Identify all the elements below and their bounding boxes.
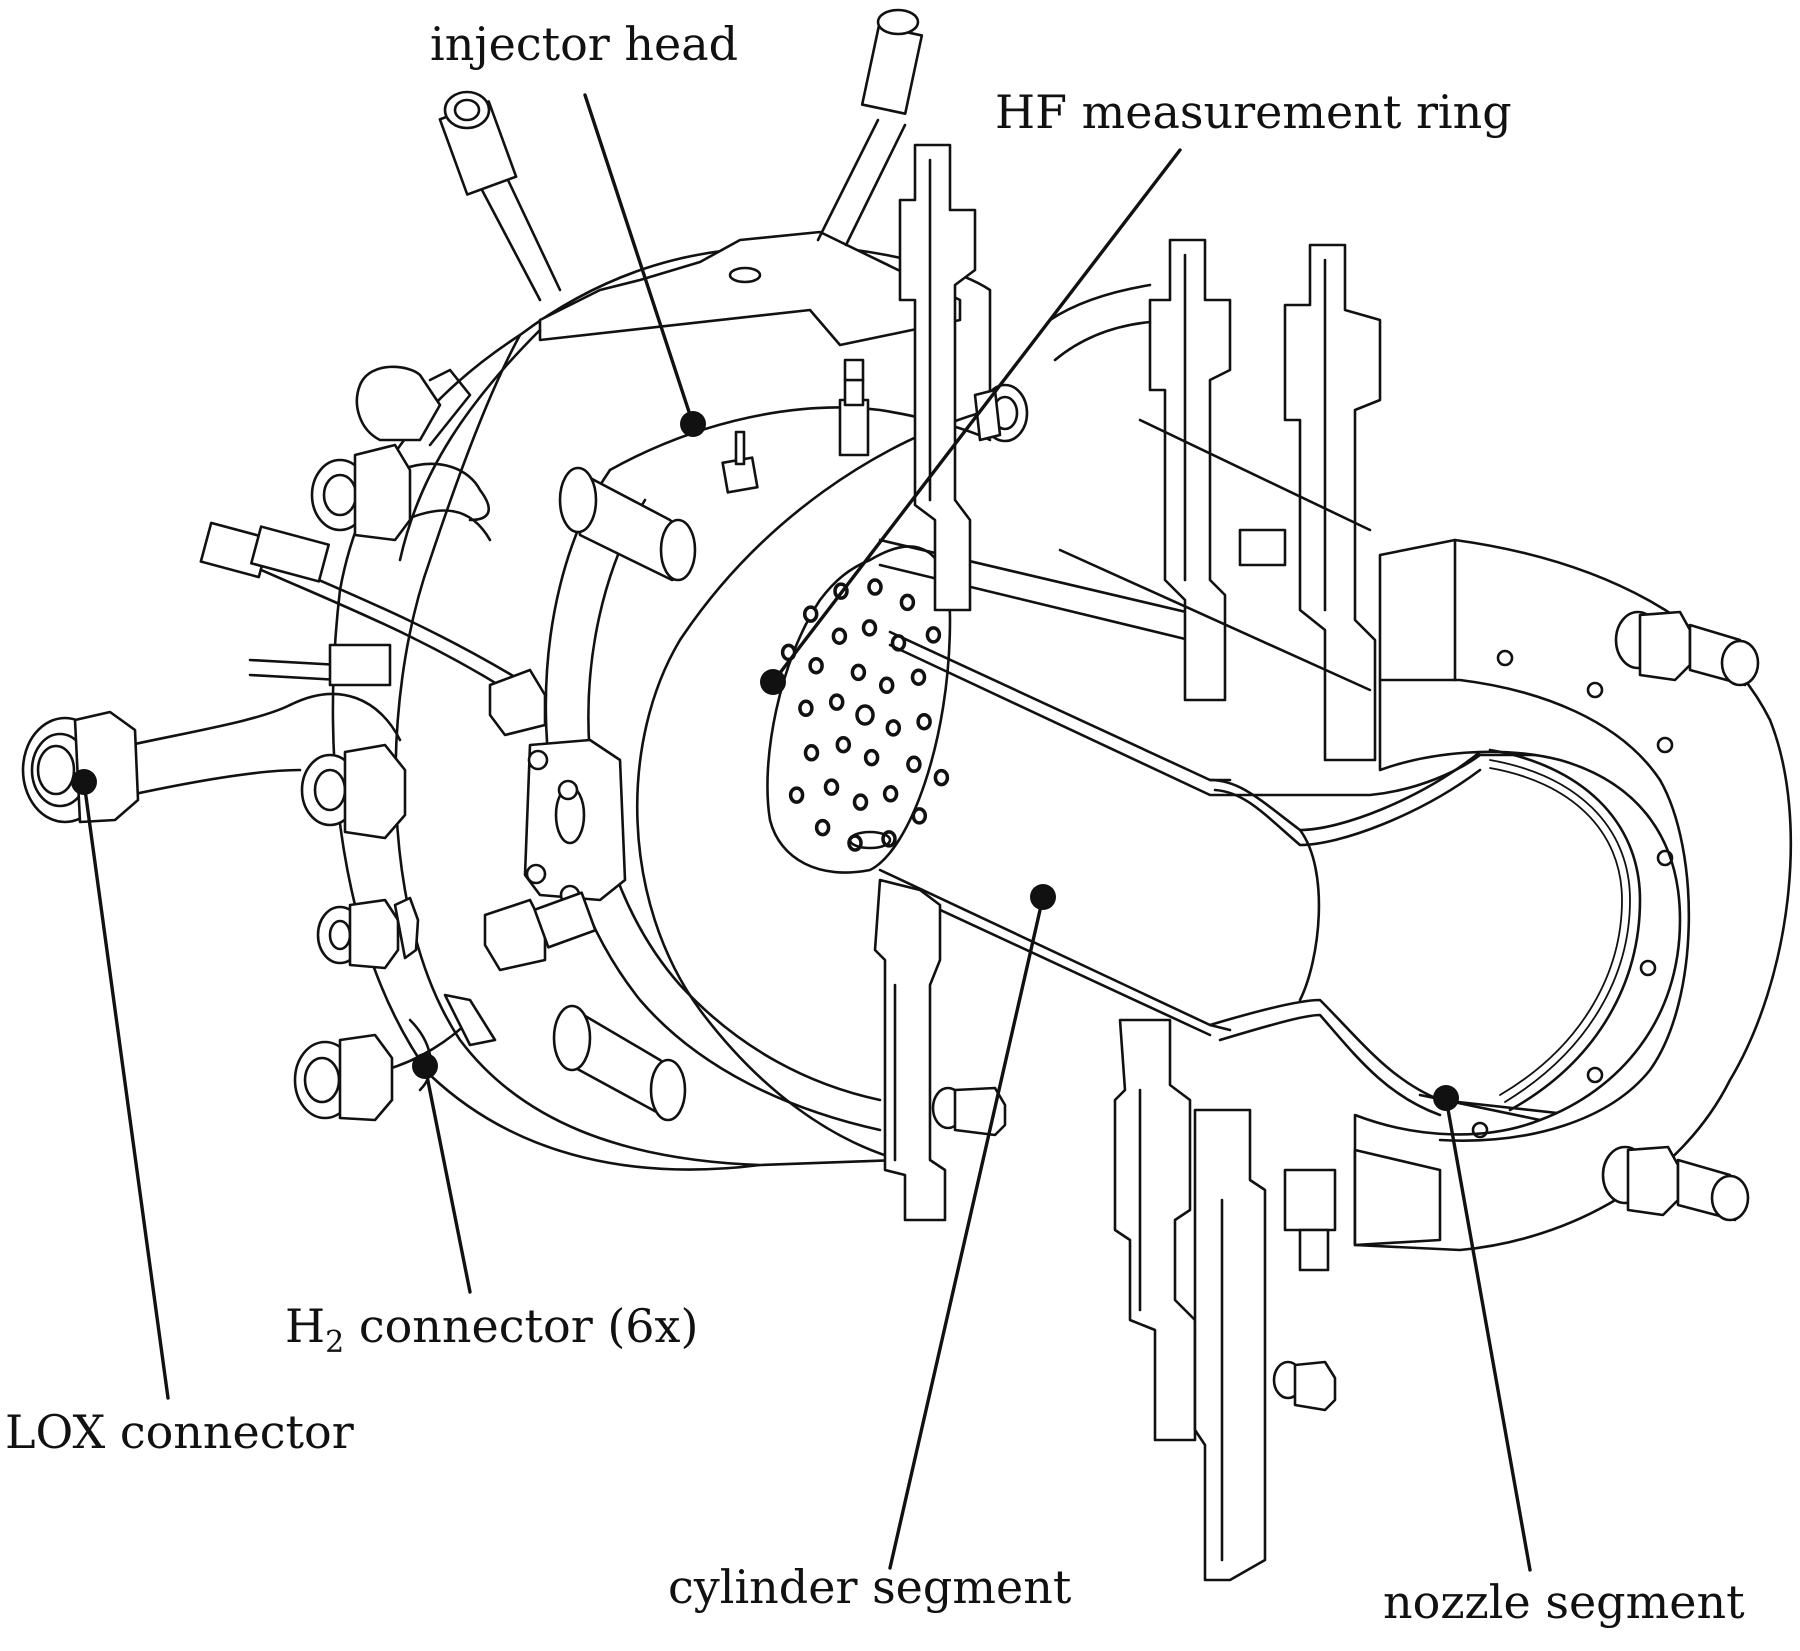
h2-connector-upper bbox=[310, 443, 492, 542]
marker-dot-hf-measurement-ring bbox=[760, 669, 786, 695]
label-h2-connector-main: H bbox=[285, 1299, 325, 1353]
injector-hole bbox=[852, 793, 869, 811]
injector-hole bbox=[867, 578, 883, 596]
injector-hole bbox=[885, 719, 902, 737]
injector-hole bbox=[835, 735, 852, 754]
injector-hole bbox=[802, 605, 819, 623]
injector-faceplate bbox=[766, 545, 952, 874]
bottom-ports bbox=[873, 878, 1542, 1582]
label-h2-connector-subscript: 2 bbox=[325, 1325, 344, 1360]
center-injector-hole bbox=[855, 704, 875, 726]
injector-hole bbox=[861, 619, 878, 637]
injector-hole bbox=[823, 778, 840, 796]
injector-hole bbox=[916, 712, 932, 731]
injector-hole bbox=[798, 699, 814, 718]
injector-hole bbox=[808, 656, 824, 675]
injector-hole bbox=[828, 693, 845, 711]
marker-dot-injector-head bbox=[680, 411, 706, 437]
leader-hf-measurement-ring bbox=[771, 148, 1182, 684]
injector-hole bbox=[850, 663, 867, 682]
injector-hole bbox=[911, 807, 928, 825]
top-ports bbox=[898, 143, 1382, 762]
injector-hole bbox=[882, 785, 899, 803]
injector-hole bbox=[863, 748, 880, 767]
label-h2-connector-rest: connector (6x) bbox=[344, 1299, 698, 1353]
annotation-leaders bbox=[71, 93, 1532, 1572]
injector-hole bbox=[814, 818, 831, 837]
side-plate bbox=[483, 668, 627, 972]
injector-hole bbox=[906, 755, 922, 774]
injector-hole bbox=[910, 668, 927, 686]
injector-hole bbox=[878, 676, 895, 695]
top-pipes bbox=[438, 8, 924, 302]
thermocouple-line bbox=[199, 521, 522, 697]
injector-hole bbox=[899, 593, 916, 612]
marker-dot-h2-connector bbox=[412, 1053, 438, 1079]
leader-lox-connector bbox=[82, 780, 170, 1400]
label-lox-connector: LOX connector bbox=[5, 1405, 354, 1459]
injector-hole bbox=[925, 626, 942, 644]
h2-connector-top-left bbox=[355, 365, 472, 447]
label-hf-measurement-ring: HF measurement ring bbox=[995, 85, 1512, 139]
injector-hole bbox=[831, 627, 848, 645]
leader-nozzle-segment bbox=[1444, 1096, 1532, 1572]
nozzle-stud-lower bbox=[1601, 1145, 1750, 1222]
injector-hole bbox=[803, 744, 820, 762]
nozzle-flange bbox=[1353, 538, 1793, 1252]
label-nozzle-segment: nozzle segment bbox=[1383, 1575, 1745, 1629]
chamber-cutaway bbox=[878, 538, 1622, 1122]
nozzle-stud-upper bbox=[1614, 610, 1760, 687]
label-cylinder-segment: cylinder segment bbox=[668, 1560, 1072, 1614]
leader-h2-connector bbox=[423, 1064, 472, 1294]
h2-connector-bottom bbox=[293, 993, 497, 1122]
leader-injector-head bbox=[583, 93, 695, 426]
injector-hole bbox=[933, 768, 950, 787]
marker-dot-lox-connector bbox=[71, 769, 97, 795]
marker-dot-cylinder-segment bbox=[1030, 884, 1056, 910]
h2-connector-mid bbox=[300, 743, 407, 840]
label-h2-connector: H2 connector (6x) bbox=[285, 1299, 698, 1360]
leader-cylinder-segment bbox=[888, 895, 1045, 1570]
h2-connector-low bbox=[316, 896, 420, 970]
marker-dot-nozzle-segment bbox=[1433, 1085, 1459, 1111]
injector-hole bbox=[788, 786, 805, 804]
label-injector-head: injector head bbox=[430, 17, 738, 71]
face-pins bbox=[552, 358, 870, 1122]
